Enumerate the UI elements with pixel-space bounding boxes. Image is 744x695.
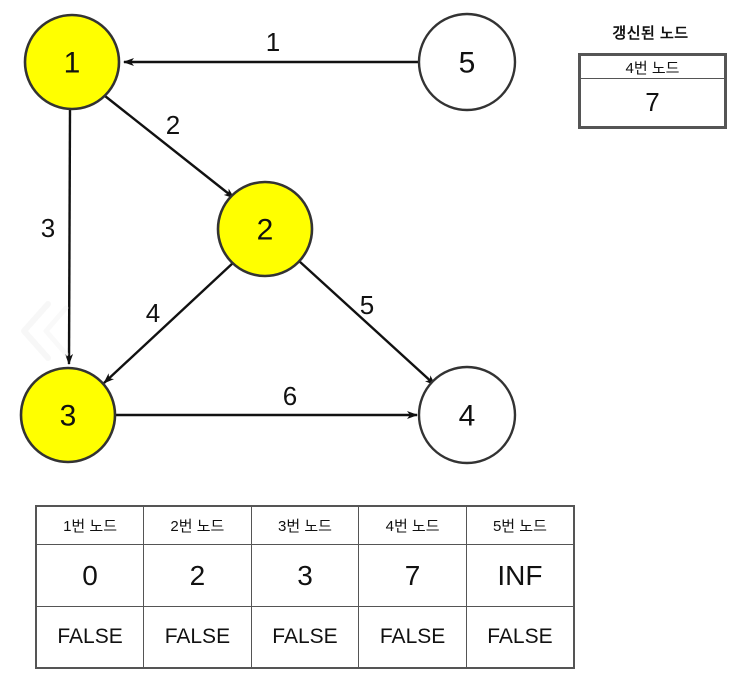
edge-2-to-4: [298, 260, 436, 386]
node-4-label: 4: [459, 400, 476, 433]
graph-node-5[interactable]: 5: [417, 12, 517, 112]
updated-node-header-cell: 4번 노드: [580, 55, 725, 79]
edge-labels-group: 1 2 3 4 5 6: [41, 27, 374, 411]
updated-node-box: 4번 노드 7: [578, 53, 727, 129]
node-4-circle[interactable]: [417, 365, 517, 465]
edge-weight-1-3: 3: [41, 213, 55, 243]
node-1-circle[interactable]: [23, 13, 121, 111]
node-1-label: 1: [64, 47, 81, 80]
updated-node-header-row: 4번 노드: [580, 55, 725, 79]
visited-cell-node-1: FALSE: [35, 606, 145, 669]
visited-cell-node-2: FALSE: [143, 606, 252, 669]
node-5-label: 5: [459, 47, 476, 80]
table-row-distances: 0 2 3 7 INF: [35, 544, 575, 607]
visited-cell-node-5: FALSE: [465, 606, 575, 669]
updated-node-value-cell: 7: [580, 78, 725, 127]
edges-group: [65, 58, 436, 419]
graph-svg: 1 2 3 4 5 6 1 2 3 4: [19, 12, 517, 465]
visited-cell-node-3: FALSE: [250, 606, 360, 669]
header-cell-node-4: 4번 노드: [358, 505, 467, 545]
node-2-circle[interactable]: [216, 180, 314, 278]
edge-2-to-3: [103, 261, 235, 384]
header-cell-node-3: 3번 노드: [250, 505, 360, 545]
node-3-circle[interactable]: [19, 366, 117, 464]
header-cell-node-5: 5번 노드: [465, 505, 575, 545]
header-cell-node-1: 1번 노드: [35, 505, 145, 545]
updated-node-value-row: 7: [580, 78, 725, 127]
edge-1-to-3: [65, 108, 74, 365]
graph-node-1[interactable]: 1: [23, 13, 121, 111]
node-2-label: 2: [257, 214, 274, 247]
graph-diagram: 1 2 3 4 5 6 1 2 3 4: [19, 12, 517, 465]
edge-weight-3-4: 6: [283, 381, 297, 411]
edge-weight-5-1: 1: [266, 27, 280, 57]
updated-node-title: 갱신된 노드: [612, 25, 689, 42]
node-3-label: 3: [60, 400, 77, 433]
visited-cell-node-4: FALSE: [358, 606, 467, 669]
edge-weight-2-4: 5: [360, 290, 374, 320]
updated-node-table: 4번 노드 7: [580, 55, 725, 127]
distance-cell-node-4: 7: [358, 544, 467, 607]
graph-node-4[interactable]: 4: [417, 365, 517, 465]
distance-cell-node-3: 3: [250, 544, 360, 607]
graph-node-3[interactable]: 3: [19, 366, 117, 464]
edge-1-to-2: [104, 95, 235, 199]
header-cell-node-2: 2번 노드: [143, 505, 252, 545]
edge-weight-2-3: 4: [146, 298, 160, 328]
node-5-circle[interactable]: [417, 12, 517, 112]
distance-table-container: 1번 노드 2번 노드 3번 노드 4번 노드 5번 노드 0 2 3 7 IN…: [35, 505, 575, 669]
nodes-group: 1 2 3 4 5: [19, 12, 517, 465]
edge-weight-1-2: 2: [166, 110, 180, 140]
distance-cell-node-2: 2: [143, 544, 252, 607]
table-row-visited: FALSE FALSE FALSE FALSE FALSE: [35, 606, 575, 669]
table-row-headers: 1번 노드 2번 노드 3번 노드 4번 노드 5번 노드: [35, 505, 575, 545]
distance-cell-node-1: 0: [35, 544, 145, 607]
updated-node-panel: 갱신된 노드 4번 노드 7: [578, 22, 727, 129]
distance-table: 1번 노드 2번 노드 3번 노드 4번 노드 5번 노드 0 2 3 7 IN…: [35, 505, 575, 669]
distance-cell-node-5: INF: [465, 544, 575, 607]
graph-node-2[interactable]: 2: [216, 180, 314, 278]
